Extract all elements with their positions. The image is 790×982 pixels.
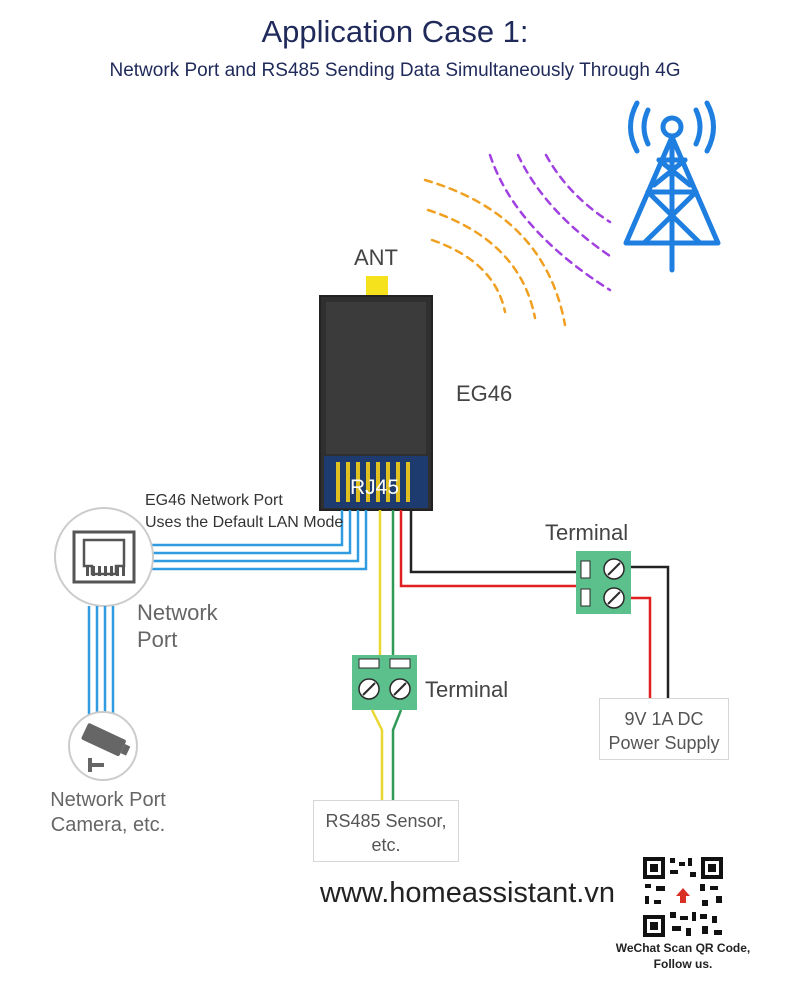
power-wire-red (399, 510, 578, 588)
network-port-label-line1: Network (137, 600, 218, 625)
purple-signal-waves (488, 153, 612, 292)
camera-cable (87, 606, 115, 720)
cell-tower-icon (623, 100, 721, 273)
sensor-wire-yellow (370, 709, 384, 800)
camera-icon (68, 711, 138, 781)
power-supply-box: 9V 1A DC Power Supply (599, 698, 729, 760)
rs485-terminal (352, 655, 417, 710)
qr-caption-line2: Follow us. (653, 957, 713, 971)
camera-label-line2: Camera, etc. (50, 814, 166, 836)
network-port-label-line2: Port (137, 627, 178, 652)
power-terminal (576, 551, 631, 614)
sensor-wire-green (391, 709, 403, 800)
rs485-sensor-box: RS485 Sensor, etc. (313, 800, 459, 862)
power-supply-wire-black (631, 565, 670, 698)
power-supply-line1: 9V 1A DC (624, 709, 704, 729)
rj45-label: RJ45 (350, 476, 400, 499)
camera-label-line1: Network Port (50, 789, 166, 811)
antenna-label: ANT (354, 245, 398, 270)
power-supply-line2: Power Supply (608, 733, 720, 753)
website-url: www.homeassistant.vn (320, 877, 615, 909)
qr-caption-line1: WeChat Scan QR Code, (615, 941, 751, 955)
rs485-terminal-label: Terminal (425, 677, 509, 702)
lan-mode-note-line2: Uses the Default LAN Mode (145, 514, 344, 531)
orange-signal-waves (423, 178, 567, 327)
sensor-line2: etc. (371, 835, 401, 855)
network-cable (152, 510, 368, 571)
power-supply-wire-red (631, 596, 652, 698)
power-wire-black (409, 510, 578, 574)
power-terminal-label: Terminal (545, 520, 629, 545)
antenna (366, 276, 388, 296)
page-subtitle: Network Port and RS485 Sending Data Simu… (109, 60, 681, 81)
network-port-icon (54, 507, 154, 607)
page-title: Application Case 1: (261, 14, 529, 49)
device-name: EG46 (456, 381, 513, 406)
rj45-pins (336, 462, 410, 502)
sensor-line1: RS485 Sensor, (325, 811, 447, 831)
lan-mode-note-line1: EG46 Network Port (145, 492, 283, 509)
qr-code (641, 855, 725, 939)
